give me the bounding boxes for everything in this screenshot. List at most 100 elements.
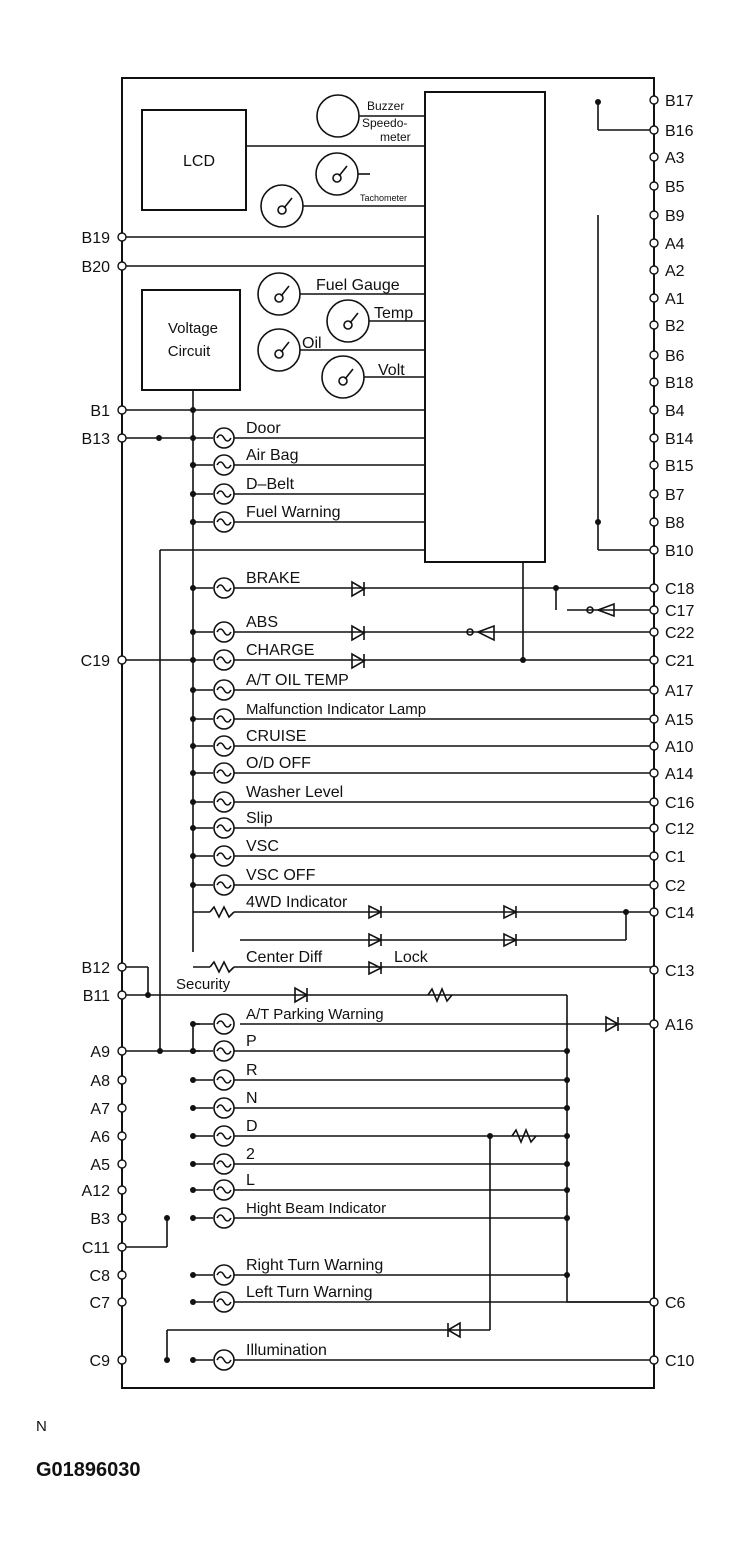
terminal-b20	[117, 261, 127, 271]
terminal-label: A8	[90, 1073, 110, 1090]
terminal-label: B10	[665, 543, 694, 560]
terminal-label: C22	[665, 625, 694, 642]
indicator-label: A/T OIL TEMP	[246, 672, 349, 689]
abs-switch-icon	[476, 624, 495, 642]
buzzer-label: Buzzer	[367, 99, 404, 113]
indicator-label: Slip	[246, 810, 273, 827]
meter-controller-block	[424, 91, 546, 563]
terminal-a16	[649, 1019, 659, 1029]
indicator-label: Door	[246, 420, 281, 437]
indicator-label: Air Bag	[246, 447, 298, 464]
security-led-icon	[294, 986, 309, 1004]
terminal-label: B15	[665, 458, 694, 475]
terminal-c1	[649, 851, 659, 861]
terminal-c12	[649, 823, 659, 833]
indicator-label: D	[246, 1118, 258, 1135]
terminal-label: C11	[82, 1240, 110, 1257]
c17-switch-icon	[595, 602, 615, 618]
terminal-label: A10	[665, 739, 694, 756]
terminal-label: B1	[90, 403, 110, 420]
terminal-b12	[117, 962, 127, 972]
terminal-c13	[649, 965, 659, 975]
terminal-c7	[117, 1297, 127, 1307]
terminal-a5	[117, 1159, 127, 1169]
terminal-b2	[649, 320, 659, 330]
terminal-a14	[649, 768, 659, 778]
terminal-c8	[117, 1270, 127, 1280]
indicator-label: Right Turn Warning	[246, 1257, 383, 1274]
terminal-label: B4	[665, 403, 685, 420]
indicator-label: VSC	[246, 838, 279, 855]
terminal-label: B17	[665, 93, 694, 110]
terminal-a7	[117, 1103, 127, 1113]
terminal-label: A4	[665, 236, 685, 253]
lcd-box	[141, 109, 247, 211]
terminal-label: A7	[90, 1101, 110, 1118]
lock-label: Lock	[394, 949, 429, 966]
terminal-b3	[117, 1213, 127, 1223]
terminal-label: A17	[665, 683, 694, 700]
terminal-label: C21	[665, 653, 694, 670]
indicator-label: O/D OFF	[246, 755, 311, 772]
indicator-bulb-icon	[213, 1013, 235, 1035]
buzzer-icon	[316, 94, 360, 138]
volt-gauge-label: Volt	[378, 362, 405, 379]
terminal-b18	[649, 377, 659, 387]
voltage-circuit-box	[141, 289, 241, 391]
orientation-mark: N	[36, 1418, 47, 1435]
indicator-label: N	[246, 1090, 258, 1107]
meter-assembly-frame	[121, 77, 655, 1389]
terminal-label: A15	[665, 712, 694, 729]
indicator-label: VSC OFF	[246, 867, 316, 884]
terminal-label: B9	[665, 208, 685, 225]
terminal-b16	[649, 125, 659, 135]
terminal-label: B18	[665, 375, 694, 392]
terminal-label: A9	[90, 1044, 110, 1061]
indicator-label: L	[246, 1172, 255, 1189]
terminal-label: B3	[90, 1211, 110, 1228]
terminal-label: B19	[82, 230, 111, 247]
indicator-label: ABS	[246, 614, 278, 631]
terminal-b14	[649, 433, 659, 443]
terminal-label: B14	[665, 431, 694, 448]
terminal-label: C13	[665, 963, 694, 980]
terminal-label: C14	[665, 905, 694, 922]
terminal-label: B16	[665, 123, 694, 140]
terminal-b17	[649, 95, 659, 105]
left-connector-terminals: B19B20B1B13C19B12B11A9A8A7A6A5A12B3C11C8…	[81, 230, 127, 1370]
indicator-label: BRAKE	[246, 570, 300, 587]
terminal-label: C10	[665, 1353, 694, 1370]
terminal-a15	[649, 714, 659, 724]
terminal-label: A2	[665, 263, 685, 280]
terminal-label: A6	[90, 1129, 110, 1146]
terminal-b15	[649, 460, 659, 470]
terminal-c2	[649, 880, 659, 890]
terminal-label: C7	[90, 1295, 111, 1312]
terminal-c10	[649, 1355, 659, 1365]
terminal-label: A14	[665, 766, 694, 783]
indicator-label: 2	[246, 1146, 255, 1163]
terminal-c22	[649, 627, 659, 637]
terminal-b11	[117, 990, 127, 1000]
terminal-label: B2	[665, 318, 685, 335]
figure-id: G01896030	[36, 1459, 141, 1481]
indicator-resistor-icon	[209, 905, 235, 919]
terminal-label: C6	[665, 1295, 686, 1312]
oil-gauge-label: Oil	[302, 335, 322, 352]
terminal-label: B7	[665, 487, 685, 504]
terminal-b7	[649, 489, 659, 499]
indicator-label: A/T Parking Warning	[246, 1006, 384, 1023]
voltage-circuit-label-1: Voltage	[168, 320, 218, 337]
terminal-a6	[117, 1131, 127, 1141]
charge-diode-icon	[351, 652, 366, 670]
terminal-label: A5	[90, 1157, 110, 1174]
terminal-b19	[117, 232, 127, 242]
terminal-a10	[649, 741, 659, 751]
terminal-label: C1	[665, 849, 686, 866]
fuel-gauge-label: Fuel Gauge	[316, 277, 400, 294]
terminal-a17	[649, 685, 659, 695]
terminal-label: B13	[82, 431, 111, 448]
terminal-b6	[649, 350, 659, 360]
